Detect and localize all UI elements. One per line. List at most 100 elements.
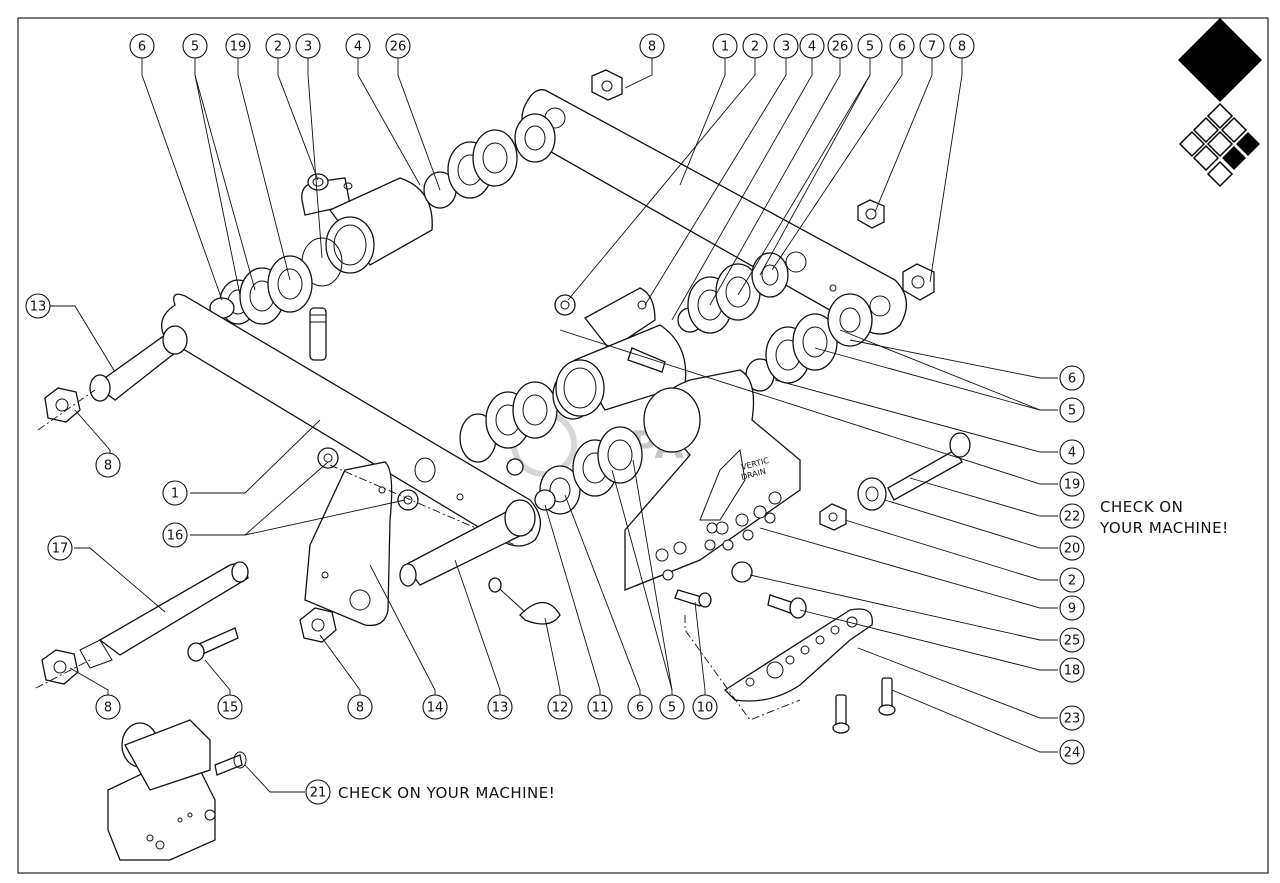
- callout-number: 8: [958, 40, 966, 55]
- callout-right-4: 4: [1059, 439, 1085, 465]
- callout-right-24: 24: [1059, 739, 1085, 765]
- note-check-line-2: YOUR MACHINE!: [1099, 519, 1229, 537]
- callout-number: 13: [30, 300, 47, 315]
- callout-number: 6: [138, 40, 146, 55]
- callout-number: 24: [1064, 746, 1081, 761]
- callout-top-3b: 3: [773, 33, 799, 59]
- callout-circle: [265, 33, 291, 59]
- callout-circle: [827, 33, 853, 59]
- callout-number: 22: [1064, 510, 1081, 525]
- callout-number: 4: [808, 40, 816, 55]
- callout-number: 19: [230, 40, 247, 55]
- callout-number: 5: [191, 40, 199, 55]
- callout-number: 9: [1068, 602, 1076, 617]
- callout-top-4b: 4: [799, 33, 825, 59]
- callout-circle: [919, 33, 945, 59]
- callout-right-9: 9: [1059, 595, 1085, 621]
- callout-circle: [162, 480, 188, 506]
- callout-number: 21: [310, 786, 327, 801]
- callout-top-26b: 26: [827, 33, 853, 59]
- callout-circle: [712, 33, 738, 59]
- nut-right-2: [819, 503, 847, 531]
- callout-left-16: 16: [162, 522, 188, 548]
- callout-number: 6: [1068, 372, 1076, 387]
- callout-number: 8: [356, 701, 364, 716]
- callout-top-26: 26: [385, 33, 411, 59]
- callout-top-19: 19: [225, 33, 251, 59]
- callout-number: 4: [354, 40, 362, 55]
- callout-circle: [1059, 397, 1085, 423]
- callout-left-13: 13: [25, 293, 51, 319]
- callout-bot-11: 11: [587, 694, 613, 720]
- callout-top-1: 1: [712, 33, 738, 59]
- callout-circle: [1059, 535, 1085, 561]
- callout-top-2b: 2: [742, 33, 768, 59]
- callout-number: 10: [697, 701, 714, 716]
- callout-circle: [1059, 705, 1085, 731]
- callout-circle: [627, 694, 653, 720]
- callout-number: 7: [928, 40, 936, 55]
- callout-circle: [47, 535, 73, 561]
- callout-circle: [217, 694, 243, 720]
- callout-number: 3: [782, 40, 790, 55]
- note-check-inline: CHECK ON YOUR MACHINE!: [338, 784, 555, 802]
- callout-circle: [1059, 365, 1085, 391]
- callout-circle: [547, 694, 573, 720]
- callout-bot-8: 8: [95, 694, 121, 720]
- nut-top-8b: [902, 263, 935, 301]
- callout-bot-13: 13: [487, 694, 513, 720]
- callout-circle: [225, 33, 251, 59]
- callout-circle: [1059, 627, 1085, 653]
- callout-left-17: 17: [47, 535, 73, 561]
- callout-right-18: 18: [1059, 657, 1085, 683]
- callout-top-5: 5: [182, 33, 208, 59]
- callout-number: 6: [898, 40, 906, 55]
- callout-number: 4: [1068, 446, 1076, 461]
- callout-circle: [742, 33, 768, 59]
- callout-number: 19: [1064, 478, 1081, 493]
- callout-number: 5: [1068, 404, 1076, 419]
- callout-right-5: 5: [1059, 397, 1085, 423]
- callout-circle: [129, 33, 155, 59]
- callout-top-3: 3: [295, 33, 321, 59]
- callout-right-6: 6: [1059, 365, 1085, 391]
- callout-circle: [95, 694, 121, 720]
- callout-circle: [1059, 471, 1085, 497]
- brand-logo-diamonds: [1178, 18, 1262, 188]
- callout-number: 8: [104, 701, 112, 716]
- callout-number: 25: [1064, 634, 1081, 649]
- callout-circle: [345, 33, 371, 59]
- callout-right-23: 23: [1059, 705, 1085, 731]
- callout-bot-6: 6: [627, 694, 653, 720]
- callout-number: 5: [668, 701, 676, 716]
- drawing-frame: [17, 17, 1269, 874]
- callout-left-8: 8: [95, 452, 121, 478]
- callout-circle: [1059, 439, 1085, 465]
- callout-circle: [587, 694, 613, 720]
- callout-number: 1: [721, 40, 729, 55]
- callout-number: 6: [636, 701, 644, 716]
- callout-circle: [1059, 595, 1085, 621]
- callout-top-6: 6: [129, 33, 155, 59]
- callout-circle: [385, 33, 411, 59]
- callout-right-19: 19: [1059, 471, 1085, 497]
- callout-top-8b: 8: [949, 33, 975, 59]
- callout-circle: [799, 33, 825, 59]
- callout-number: 23: [1064, 712, 1081, 727]
- callout-circle: [1059, 657, 1085, 683]
- callout-circle: [347, 694, 373, 720]
- callout-number: 3: [304, 40, 312, 55]
- callout-top-8a: 8: [639, 33, 665, 59]
- callout-top-2: 2: [265, 33, 291, 59]
- callout-bot-5: 5: [659, 694, 685, 720]
- callout-number: 5: [866, 40, 874, 55]
- callout-right-25: 25: [1059, 627, 1085, 653]
- callout-circle: [182, 33, 208, 59]
- callout-top-4: 4: [345, 33, 371, 59]
- callout-circle: [889, 33, 915, 59]
- callout-number: 2: [751, 40, 759, 55]
- callout-number: 12: [552, 701, 569, 716]
- callout-right-22: 22: [1059, 503, 1085, 529]
- callout-number: 1: [171, 487, 179, 502]
